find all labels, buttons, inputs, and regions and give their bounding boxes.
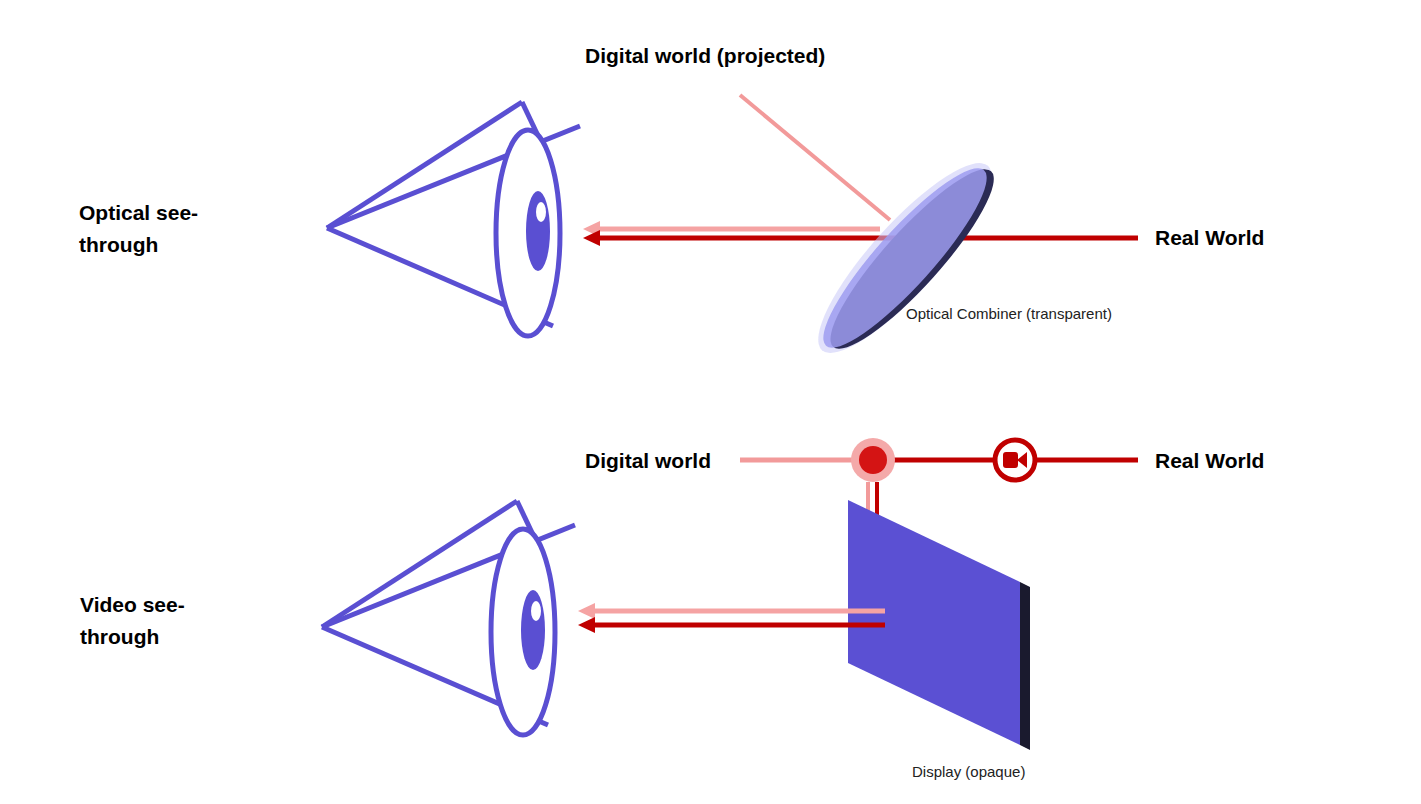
component-label: Display (opaque) bbox=[912, 763, 1025, 780]
arrow-head bbox=[583, 230, 600, 246]
real-world-ray bbox=[598, 236, 800, 241]
eye-icon bbox=[327, 102, 580, 336]
real-world-ray bbox=[593, 623, 885, 628]
digital-ray bbox=[740, 458, 855, 463]
source-label: Digital world (projected) bbox=[585, 40, 825, 72]
projected-ray bbox=[740, 95, 890, 220]
arrow-head bbox=[578, 617, 595, 633]
optical-combiner: Optical Combiner (transparent) bbox=[770, 150, 1150, 335]
digital-ray bbox=[593, 609, 885, 614]
source-label: Digital world bbox=[585, 445, 711, 477]
display-panel: Display (opaque) bbox=[840, 495, 1040, 790]
mixer-dot bbox=[851, 438, 895, 482]
real-world-ray bbox=[800, 236, 1138, 241]
display-panel-shape bbox=[840, 495, 1040, 790]
source-label: Real World bbox=[1155, 222, 1264, 254]
component-label: Optical Combiner (transparent) bbox=[906, 305, 1112, 322]
mode-label: Video see-through bbox=[80, 589, 220, 653]
source-label: Real World bbox=[1155, 445, 1264, 477]
arrow-head bbox=[578, 603, 595, 619]
camera-icon bbox=[995, 440, 1035, 480]
eye-icon bbox=[322, 501, 575, 735]
projected-ray bbox=[598, 227, 880, 232]
mode-label: Optical see-through bbox=[79, 197, 219, 261]
